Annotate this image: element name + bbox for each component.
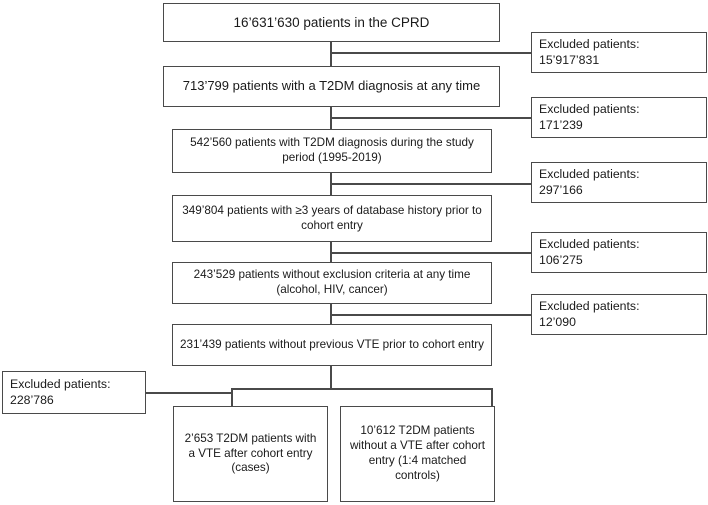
node-excluded-6: Excluded patients: 228’786 [2,371,146,414]
node-excluded-2: Excluded patients: 171’239 [531,97,707,138]
connector-split-bar [231,388,492,390]
node-excluded-4: Excluded patients: 106’275 [531,232,707,273]
node-without-exclusion-criteria: 243’529 patients without exclusion crite… [172,262,492,304]
node-excluded-6-text: Excluded patients: 228’786 [10,376,111,407]
connector-split-to-excluded-6 [145,392,232,394]
node-excluded-5-text: Excluded patients: 12’090 [539,298,640,329]
node-without-exclusion-criteria-text: 243’529 patients without exclusion crite… [193,268,471,296]
node-t2dm-study-period-text: 542’560 patients with T2DM diagnosis dur… [190,136,474,164]
node-cases-text: 2’653 T2DM patients with a VTE after coh… [184,431,317,475]
connector-n1-to-excluded-1 [330,52,532,54]
node-t2dm-any-time-text: 713’799 patients with a T2DM diagnosis a… [182,78,481,94]
node-cases: 2’653 T2DM patients with a VTE after coh… [173,406,328,502]
node-excluded-1-text: Excluded patients: 15’917’831 [539,36,640,67]
connector-split-to-controls [491,388,493,407]
connector-split-to-cases [231,388,233,407]
connector-n3-to-excluded-3 [330,183,532,185]
node-total-cprd-patients-text: 16’631’630 patients in the CPRD [233,14,430,30]
node-without-previous-vte: 231’439 patients without previous VTE pr… [172,324,492,366]
node-excluded-1: Excluded patients: 15’917’831 [531,32,707,73]
node-t2dm-study-period: 542’560 patients with T2DM diagnosis dur… [172,129,492,173]
connector-n5-to-excluded-5 [330,314,532,316]
node-controls-text: 10’612 T2DM patients without a VTE after… [349,424,486,482]
connector-n1-n2 [330,40,332,67]
connector-n6-split-trunk [330,365,332,389]
node-excluded-2-text: Excluded patients: 171’239 [539,101,640,132]
node-excluded-3-text: Excluded patients: 297’166 [539,166,640,197]
node-database-history-text: 349’804 patients with ≥3 years of databa… [182,203,482,232]
node-database-history: 349’804 patients with ≥3 years of databa… [172,195,492,242]
connector-n2-to-excluded-2 [330,117,532,119]
node-without-previous-vte-text: 231’439 patients without previous VTE pr… [179,337,485,351]
node-total-cprd-patients: 16’631’630 patients in the CPRD [163,3,500,42]
node-excluded-4-text: Excluded patients: 106’275 [539,236,640,267]
node-t2dm-any-time: 713’799 patients with a T2DM diagnosis a… [163,66,500,107]
node-excluded-3: Excluded patients: 297’166 [531,162,707,203]
connector-n4-to-excluded-4 [330,252,532,254]
node-controls: 10’612 T2DM patients without a VTE after… [340,406,495,502]
node-excluded-5: Excluded patients: 12’090 [531,294,707,335]
